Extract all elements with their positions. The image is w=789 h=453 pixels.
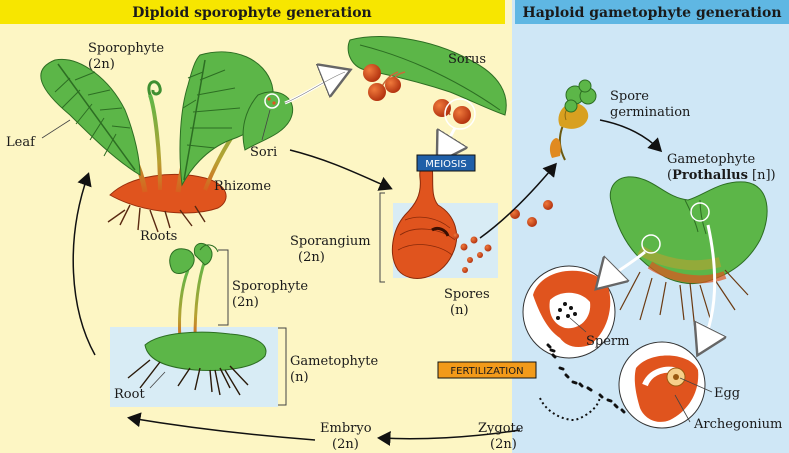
sorus-illustration (347, 36, 507, 130)
label-sorus: Sorus (448, 52, 486, 67)
leader-lines (41, 109, 713, 423)
label-rhizome: Rhizome (214, 179, 271, 194)
label-sporophyte-mature: Sporophyte (88, 41, 164, 56)
label-sori: Sori (250, 145, 277, 160)
meiosis-tag (416, 154, 476, 172)
label-spore-germination-1: Spore (610, 89, 649, 104)
label-gametophyte-young: Gametophyte (290, 354, 378, 369)
label-leaf: Leaf (6, 135, 36, 150)
label-sporophyte-mature-ploidy: (2n) (88, 57, 115, 72)
antheridium-illustration (522, 265, 616, 359)
label-roots: Roots (140, 229, 177, 244)
label-spore-germination-2: germination (610, 105, 691, 120)
diploid-header-bar (0, 0, 505, 24)
label-zygote: Zygote (478, 421, 524, 436)
haploid-header-title: Haploid gametophyte generation (523, 5, 782, 21)
label-sperm: Sperm (586, 334, 629, 349)
young-sporophyte-illustration (127, 242, 267, 396)
label-sporophyte-young-ploidy: (2n) (232, 295, 259, 310)
label-brackets (218, 192, 385, 406)
label-archegonium: Archegonium (693, 417, 782, 432)
label-egg: Egg (714, 386, 740, 401)
label-sporangium-ploidy: (2n) (298, 250, 325, 265)
label-sporophyte-young: Sporophyte (232, 279, 308, 294)
label-spores-ploidy: (n) (450, 303, 469, 318)
cycle-arrows (72, 72, 714, 447)
label-embryo: Embryo (320, 421, 372, 436)
meiosis-label: MEIOSIS (425, 159, 466, 170)
label-root: Root (114, 387, 145, 402)
fertilization-tag (437, 361, 537, 379)
label-gametophyte-young-ploidy: (n) (290, 370, 309, 385)
zygote-illustration (539, 394, 601, 422)
label-gametophyte-prothallus: Gametophyte (667, 152, 755, 167)
mature-sporophyte-illustration (40, 51, 294, 233)
label-embryo-ploidy: (2n) (332, 437, 359, 452)
haploid-header-bar (515, 0, 789, 24)
label-spores: Spores (444, 287, 490, 302)
swimming-sperm (546, 343, 626, 414)
label-zygote-ploidy: (2n) (490, 437, 517, 452)
label-prothallus-ploidy: (Prothallus [n]) (667, 168, 776, 183)
label-sporangium: Sporangium (290, 234, 371, 249)
fertilization-label: FERTILIZATION (450, 366, 523, 377)
spore-germination-illustration (549, 79, 597, 161)
archegonium-illustration (618, 341, 706, 429)
released-spores (453, 200, 553, 273)
diploid-header-title: Diploid sporophyte generation (132, 5, 372, 21)
prothallus-illustration (609, 176, 768, 331)
